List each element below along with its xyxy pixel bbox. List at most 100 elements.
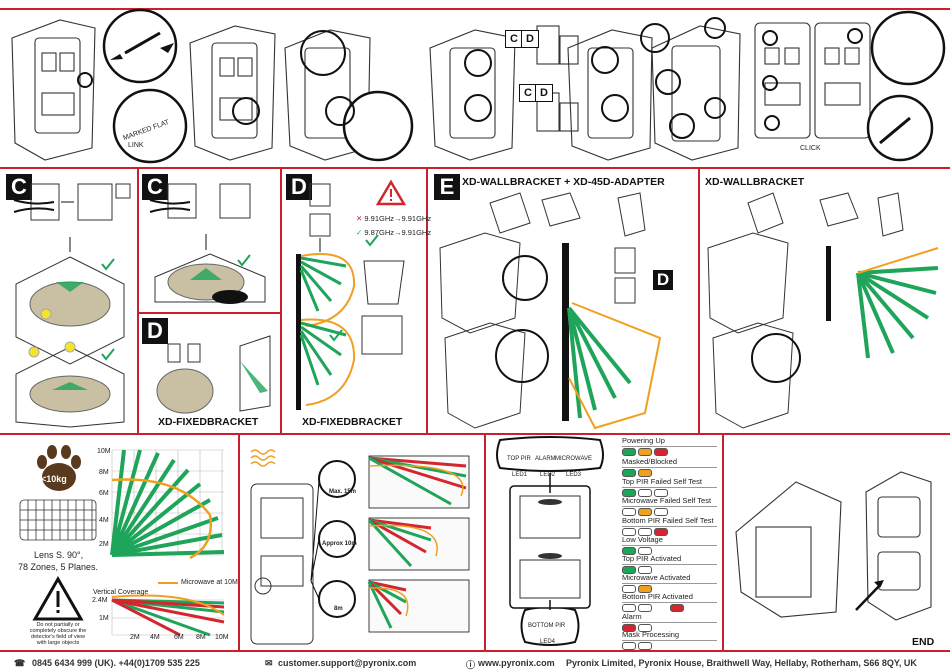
led-off-icon [622, 528, 636, 536]
led-orange-icon [638, 585, 652, 593]
installation-sequence-illustration [11, 8, 946, 164]
section-c-tag: C [142, 174, 168, 200]
click-label: CLICK [800, 145, 821, 152]
zones-text: 78 Zones, 5 Planes. [18, 562, 99, 572]
led-state-row: Mask Processing [622, 630, 722, 650]
x-tick: 4M [150, 634, 160, 641]
approx-range-label: Approx 10m [322, 541, 357, 547]
footer-email[interactable]: customer.support@pyronix.com [278, 658, 417, 668]
lens-zones-icon [19, 499, 97, 541]
wall-bracket-title: XD-WALLBRACKET [705, 176, 805, 188]
dip-switch-step-illustration [13, 183, 131, 428]
led-off-icon [622, 585, 636, 593]
led-off-icon [622, 642, 636, 650]
footer-phone: 0845 6434 999 (UK). +44(0)1709 535 225 [32, 658, 200, 668]
x-tick: 10M [215, 634, 229, 641]
divider [280, 168, 282, 433]
led-green-icon [622, 448, 636, 456]
wall-adapter-title: XD-WALLBRACKET + XD-45D-ADAPTER [462, 176, 665, 188]
range-adjustment-illustration [250, 449, 470, 645]
correct-frequency: ✓ 9.87GHz→9.91GHz [356, 228, 431, 237]
max-range-label: Max. 15m [329, 489, 357, 495]
led3-label: LED3 [566, 472, 582, 478]
vertical-coverage-title: Vertical Coverage [93, 589, 149, 596]
row-divider-2 [0, 433, 950, 435]
led-off-icon [622, 604, 636, 612]
led-off-icon [638, 624, 652, 632]
end-label: END [912, 636, 935, 648]
led4-label: LED4 [540, 639, 556, 645]
y-tick: 2M [99, 541, 109, 548]
led-off-icon [638, 489, 652, 497]
mode-switch-illustration [149, 183, 266, 304]
led-off-icon [638, 547, 652, 555]
microwave-label: MICROWAVE [555, 456, 592, 462]
led-orange-icon [638, 448, 652, 456]
footer-web[interactable]: www.pyronix.com [478, 658, 555, 668]
led-red-icon [670, 604, 684, 612]
section-d-tag: D [142, 318, 168, 344]
led-state-label: Top PIR Failed Self Test [622, 477, 702, 486]
led-state-row: Powering Up [622, 436, 722, 456]
led-off-icon [638, 528, 652, 536]
phone-icon: ☎ [14, 658, 26, 668]
alarm-label: ALARM [535, 456, 556, 462]
sub-divider [138, 312, 280, 314]
led-state-label: Bottom PIR Activated [622, 592, 693, 601]
led-state-label: Bottom PIR Failed Self Test [622, 516, 714, 525]
led-state-row: Bottom PIR Activated [622, 592, 722, 612]
coverage-graph [110, 449, 225, 637]
wall-bracket-adapter-illustration [439, 192, 662, 430]
led-orange-icon [638, 508, 652, 516]
warning-text: Do not partially or completely obscure t… [29, 622, 87, 646]
pet-weight: <10kg [41, 474, 67, 484]
footer: ☎ 0845 6434 999 (UK). +44(0)1709 535 225… [0, 652, 950, 672]
led-off-icon [638, 604, 652, 612]
x-tick: 2M [130, 634, 140, 641]
fixed-bracket-caption: XD-FIXEDBRACKET [302, 416, 403, 428]
led-green-icon [622, 489, 636, 497]
divider [137, 168, 139, 433]
led-green-icon [622, 566, 636, 574]
paw-icon [37, 445, 81, 491]
led2-label: LED2 [540, 472, 556, 478]
warning-triangle-icon [375, 179, 407, 206]
wrong-frequency: ✕ 9.91GHz→9.91GHz [356, 214, 431, 223]
step-d-tag: D [535, 84, 553, 102]
y-tick: 8M [99, 469, 109, 476]
cross-icon: ✕ [356, 214, 363, 223]
wall-bracket-illustration [707, 192, 939, 429]
led-state-row: Microwave Failed Self Test [622, 496, 722, 516]
section-c-tag: C [6, 174, 32, 200]
mail-icon: ✉ [265, 658, 273, 668]
led-state-label: Top PIR Activated [622, 554, 682, 563]
fixed-bracket-coverage-illustration [156, 335, 271, 414]
top-border [0, 8, 950, 10]
y-tick: 6M [99, 490, 109, 497]
link-label: LINK [128, 142, 144, 149]
led-state-row: Top PIR Failed Self Test [622, 477, 722, 497]
min-range-label: 8m [334, 606, 343, 612]
led-state-row: Alarm [622, 612, 722, 632]
check-icon: ✓ [356, 228, 363, 237]
led-state-label: Low Voltage [622, 535, 663, 544]
led-off-icon [638, 642, 652, 650]
twin-detector-coverage-lower [296, 305, 356, 410]
led-state-label: Mask Processing [622, 630, 680, 639]
led-off-icon [622, 508, 636, 516]
led-off-icon [654, 508, 668, 516]
x-tick: 6M [174, 634, 184, 641]
step-d-tag: D [653, 270, 673, 290]
v-y-tick: 1M [99, 615, 109, 622]
y-tick: 4M [99, 517, 109, 524]
led-orange-icon [638, 469, 652, 477]
bottom-pir-label: BOTTOM PIR [528, 623, 566, 629]
fixed-bracket-caption: XD-FIXEDBRACKET [158, 416, 259, 428]
led-red-icon [654, 448, 668, 456]
warning-icon [32, 575, 84, 621]
led-state-row: Microwave Activated [622, 573, 722, 593]
top-pir-label: TOP PIR [507, 456, 531, 462]
v-y-tick: 2.4M [92, 597, 108, 604]
led-state-row: Masked/Blocked [622, 457, 722, 477]
divider [484, 434, 486, 650]
